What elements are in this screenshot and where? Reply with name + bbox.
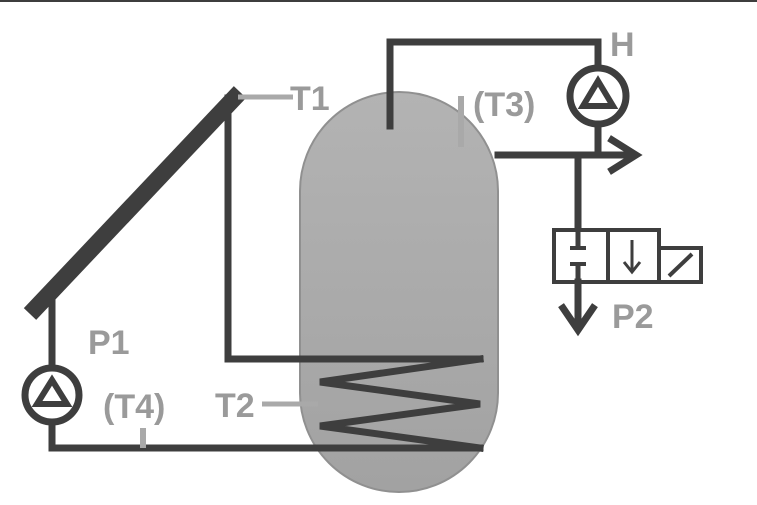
pump-p1-icon — [21, 364, 83, 426]
drain-flow-arrow — [558, 303, 598, 337]
label-t3: (T3) — [473, 86, 535, 124]
label-t4: (T4) — [103, 388, 165, 426]
heat-exchanger-coil — [319, 355, 484, 452]
label-p2: P2 — [612, 298, 654, 336]
label-p1: P1 — [88, 324, 130, 362]
label-t1: T1 — [290, 80, 330, 118]
heating-supply-pipe — [386, 38, 602, 130]
heating-flow-arrow — [607, 135, 643, 175]
collector-return-pipe — [48, 418, 484, 452]
collector-flow-pipe — [224, 94, 484, 363]
label-h: H — [610, 26, 635, 64]
pump-h-icon — [566, 64, 630, 128]
solar-collector — [23, 86, 247, 320]
label-t2: T2 — [215, 387, 255, 425]
storage-tank — [299, 91, 499, 493]
valve-p2 — [552, 228, 703, 284]
